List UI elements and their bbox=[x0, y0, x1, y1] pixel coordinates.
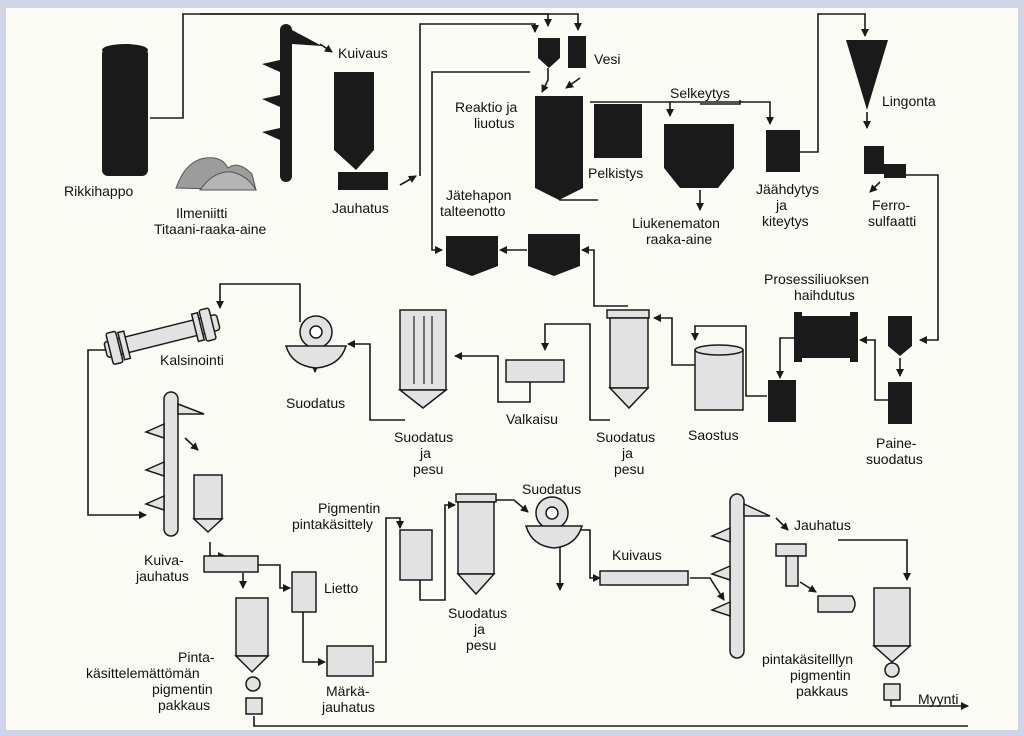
label-pigmentin-1: Pigmentin bbox=[318, 500, 380, 516]
label-pk-2: pigmentin bbox=[790, 667, 851, 683]
label-pk-1: pintakäsitelllyn bbox=[762, 651, 853, 667]
ferro-block bbox=[864, 146, 906, 178]
label-pk-3: pakkaus bbox=[796, 683, 848, 699]
suodatus-wheel-2 bbox=[524, 496, 584, 549]
suodatus-pesu-1 bbox=[397, 309, 449, 409]
label-valkaisu: Valkaisu bbox=[506, 411, 558, 427]
label-lietto: Lietto bbox=[324, 580, 358, 596]
pinta-silo-1 bbox=[234, 597, 270, 715]
label-sjp1-1: Suodatus bbox=[394, 429, 453, 445]
haihdutus-evaporator bbox=[768, 312, 912, 424]
suodatus-pesu-2 bbox=[606, 309, 650, 410]
pintakasittely-tank bbox=[399, 529, 433, 581]
label-jatehapon-2: talteenotto bbox=[440, 203, 506, 219]
label-paine-1: Paine- bbox=[876, 435, 917, 451]
labels: Rikkihappo Ilmeniitti Titaani-raaka-aine… bbox=[64, 45, 958, 715]
label-pinta-4: pakkaus bbox=[158, 697, 210, 713]
label-pinta-3: pigmentin bbox=[152, 681, 213, 697]
rikkihappo-tank bbox=[102, 44, 148, 176]
label-jaahdytys-1: Jäähdytys bbox=[756, 181, 819, 197]
label-sjp1-2: ja bbox=[419, 445, 431, 461]
label-jauhatus-top: Jauhatus bbox=[332, 200, 389, 216]
jaahdytys-tank bbox=[766, 130, 800, 172]
kuivaus-dryer-2 bbox=[599, 570, 689, 586]
label-jaahdytys-3: kiteytys bbox=[762, 213, 809, 229]
kuivajauhatus-silo bbox=[192, 474, 259, 573]
label-kuiva-2: jauhatus bbox=[135, 568, 189, 584]
label-kuivaus-top: Kuivaus bbox=[338, 45, 388, 61]
label-lingonta: Lingonta bbox=[882, 93, 936, 109]
kalsinointi-kiln bbox=[103, 307, 221, 365]
label-sjp2-3: pesu bbox=[614, 461, 644, 477]
label-sjp3-1: Suodatus bbox=[448, 605, 507, 621]
suodatus-wheel-1 bbox=[284, 315, 348, 369]
pelkistys-tank bbox=[594, 104, 642, 158]
label-rikkihappo: Rikkihappo bbox=[64, 183, 133, 199]
label-ferro-2: sulfaatti bbox=[868, 213, 916, 229]
selkeytys-clarifier bbox=[664, 124, 734, 188]
reaktio-tank bbox=[535, 96, 583, 200]
label-marka-2: jauhatus bbox=[321, 699, 375, 715]
label-pelkistys: Pelkistys bbox=[588, 165, 643, 181]
label-jaahdytys-2: ja bbox=[775, 197, 787, 213]
label-kalsinointi: Kalsinointi bbox=[160, 352, 224, 368]
label-titaani: Titaani-raaka-aine bbox=[154, 221, 267, 237]
elevator-2 bbox=[143, 391, 205, 537]
label-pinta-1: Pinta- bbox=[178, 649, 215, 665]
saostus-tank bbox=[694, 344, 744, 411]
label-prosessi-1: Prosessiliuoksen bbox=[764, 271, 869, 287]
label-sjp3-2: ja bbox=[473, 621, 485, 637]
label-sjp2-2: ja bbox=[621, 445, 633, 461]
ilmeniitti-pile bbox=[175, 157, 257, 191]
label-sjp2-1: Suodatus bbox=[596, 429, 655, 445]
label-liukenematon-2: raaka-aine bbox=[646, 231, 712, 247]
label-selkeytys: Selkeytys bbox=[670, 85, 730, 101]
jauhatus-mill bbox=[775, 543, 856, 613]
label-jatehapon-1: Jätehapon bbox=[446, 187, 511, 203]
label-sjp1-3: pesu bbox=[413, 461, 443, 477]
label-saostus: Saostus bbox=[688, 427, 739, 443]
label-reaktio-2: liuotus bbox=[474, 115, 514, 131]
label-ilmeniitti: Ilmeniitti bbox=[176, 205, 227, 221]
feed-hoppers bbox=[538, 36, 586, 68]
label-sjp3-3: pesu bbox=[466, 637, 496, 653]
label-jauhatus-b: Jauhatus bbox=[794, 517, 851, 533]
label-prosessi-2: haihdutus bbox=[794, 287, 855, 303]
label-ferro-1: Ferro- bbox=[872, 197, 910, 213]
label-reaktio-1: Reaktio ja bbox=[455, 99, 517, 115]
pinta-silo-2 bbox=[872, 587, 912, 701]
label-kuivaus-b: Kuivaus bbox=[612, 547, 662, 563]
marka-mill bbox=[326, 645, 374, 677]
kuivaus-dryer bbox=[334, 72, 388, 190]
lingonta-cone bbox=[846, 40, 888, 110]
jatehapon-tanks bbox=[446, 234, 580, 276]
label-suodatus-b: Suodatus bbox=[522, 481, 581, 497]
label-paine-2: suodatus bbox=[866, 451, 923, 467]
lietto-tank bbox=[291, 571, 317, 613]
label-vesi: Vesi bbox=[594, 51, 620, 67]
suodatus-pesu-3 bbox=[455, 493, 497, 596]
flow-lines bbox=[87, 13, 969, 727]
elevator-3 bbox=[709, 493, 771, 659]
label-suodatus-a: Suodatus bbox=[286, 395, 345, 411]
label-pinta-2: käsittelemättömän bbox=[86, 665, 200, 681]
valkaisu-tank bbox=[505, 359, 565, 383]
label-liukenematon-1: Liukenematon bbox=[632, 215, 720, 231]
label-marka-1: Märkä- bbox=[326, 683, 370, 699]
label-myynti: Myynti bbox=[918, 691, 958, 707]
label-kuiva-1: Kuiva- bbox=[144, 552, 184, 568]
label-pigmentin-2: pintakäsittely bbox=[292, 516, 373, 532]
elevator-1 bbox=[262, 24, 333, 182]
